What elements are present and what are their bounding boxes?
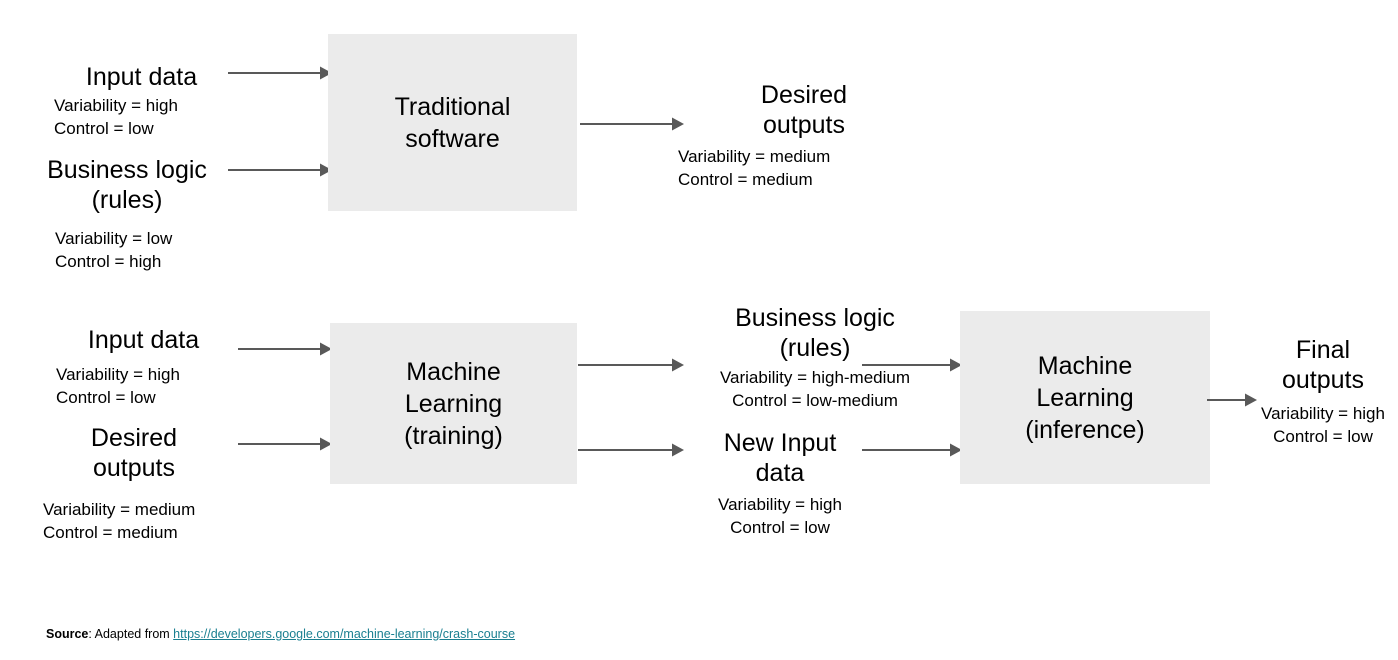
- node-final-outputs: Final outputs Variability = high Control…: [1248, 335, 1398, 449]
- node-business-logic-1: Business logic (rules) Variability = low…: [27, 155, 227, 274]
- node-title: Business logic (rules): [47, 156, 207, 214]
- arrow-ml-training-to-new-input-data: [578, 441, 684, 459]
- arrow-desired-outputs-2-to-ml-training: [238, 435, 332, 453]
- arrow-input-data-2-to-ml-training: [238, 340, 332, 358]
- source-note: Source: Adapted from https://developers.…: [46, 626, 515, 642]
- node-attributes: Variability = low Control = high: [55, 229, 173, 271]
- source-label: Source: [46, 627, 89, 641]
- arrow-new-input-data-to-ml-inference: [862, 441, 962, 459]
- node-attributes: Variability = high-medium Control = low-…: [719, 368, 911, 410]
- arrow-ml-training-to-business-logic-2: [578, 356, 684, 374]
- node-attributes: Variability = medium Control = medium: [43, 500, 196, 542]
- node-title: Final outputs: [1281, 336, 1364, 394]
- node-attributes: Variability = high Control = low: [56, 365, 180, 407]
- node-title: Input data: [85, 63, 198, 91]
- node-attributes: Variability = high Control = low: [54, 96, 178, 138]
- node-desired-outputs-2: Desired outputs Variability = medium Con…: [43, 423, 224, 545]
- node-desired-outputs-1: Desired outputs Variability = medium Con…: [670, 80, 938, 192]
- node-input-data-1: Input data Variability = high Control = …: [54, 62, 229, 141]
- process-box-traditional-software: Traditional software: [328, 34, 577, 211]
- node-new-input-data: New Input data Variability = high Contro…: [690, 428, 870, 540]
- node-input-data-2: Input data Variability = high Control = …: [56, 325, 231, 410]
- node-title: Input data: [87, 326, 200, 354]
- node-title: Desired outputs: [90, 424, 178, 482]
- process-box-machine-learning-inference: Machine Learning (inference): [960, 311, 1210, 484]
- source-separator: : Adapted from: [88, 627, 174, 641]
- source-link[interactable]: https://developers.google.com/machine-le…: [173, 627, 516, 641]
- node-title: Desired outputs: [760, 81, 848, 139]
- node-title: New Input data: [723, 429, 837, 487]
- arrow-traditional-software-to-desired-outputs: [580, 115, 684, 133]
- node-attributes: Variability = medium Control = medium: [678, 147, 831, 189]
- process-box-machine-learning-training: Machine Learning (training): [330, 323, 577, 484]
- node-attributes: Variability = high Control = low: [718, 495, 842, 537]
- arrow-input-data-1-to-traditional-software: [228, 64, 332, 82]
- node-title: Business logic (rules): [735, 304, 895, 362]
- arrow-business-logic-1-to-traditional-software: [228, 161, 332, 179]
- node-business-logic-2: Business logic (rules) Variability = hig…: [685, 303, 945, 413]
- node-attributes: Variability = high Control = low: [1261, 404, 1385, 446]
